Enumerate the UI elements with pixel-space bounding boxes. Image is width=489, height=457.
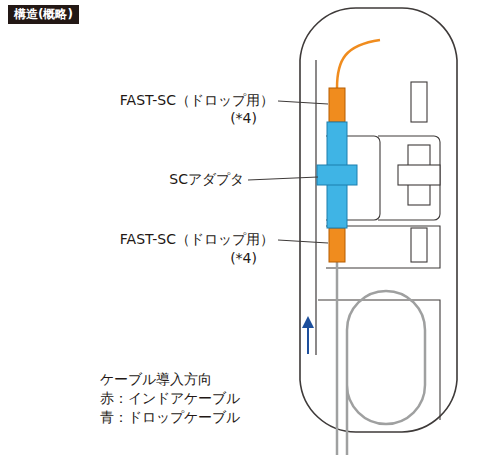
- part-name: FAST-SC（ドロップ用）: [120, 92, 274, 109]
- drop-cable-loop: [347, 291, 425, 455]
- drop-cable: [336, 262, 339, 455]
- sc-adapter: [317, 122, 357, 228]
- fast-sc-connector: [329, 228, 345, 262]
- section-title: 構造(概略): [8, 5, 79, 24]
- housing: [300, 8, 457, 432]
- legend-note: 青：ドロップケーブル: [100, 409, 240, 426]
- note-mark: (*4): [230, 250, 257, 267]
- holder: [378, 136, 440, 220]
- indoor-cable: [337, 40, 380, 88]
- legend-heading: ケーブル導入方向: [100, 371, 212, 388]
- spare-connector: [398, 82, 440, 262]
- title-text: 構造(概略): [14, 7, 73, 22]
- rail: [315, 60, 316, 355]
- fast-sc-connector: [329, 88, 345, 122]
- part-name: SCアダプタ: [169, 171, 244, 188]
- entry-arrowhead: [302, 316, 314, 328]
- entry-arrow: [307, 326, 309, 354]
- leader-line: [248, 101, 328, 243]
- part-name: FAST-SC（ドロップ用）: [120, 231, 274, 248]
- note-mark: (*4): [230, 110, 257, 127]
- legend-note: 赤：インドアケーブル: [100, 390, 240, 407]
- holder: [326, 226, 440, 268]
